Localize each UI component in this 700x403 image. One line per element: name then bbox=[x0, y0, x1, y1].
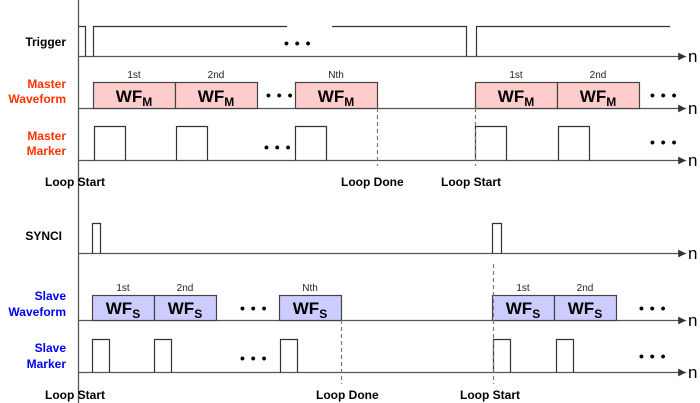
slave-waveform-block-label: WFS bbox=[168, 299, 202, 321]
master-waveform-block-ordinal: 2nd bbox=[208, 70, 225, 81]
slave-waveform-block-ordinal: 2nd bbox=[177, 283, 194, 294]
slave-waveform-block-ordinal: 1st bbox=[116, 283, 130, 294]
trigger-label: Trigger bbox=[25, 35, 66, 49]
master-marker-pulse bbox=[294, 125, 328, 161]
slave-marker-pulse bbox=[279, 338, 299, 373]
synci-pulse bbox=[91, 222, 102, 254]
slave-marker-label-line1: Slave bbox=[35, 341, 67, 355]
slave-marker-pulse bbox=[555, 338, 575, 373]
slave-marker-ellipsis-2: • • • bbox=[639, 348, 666, 364]
synci-pulse bbox=[491, 222, 503, 254]
slave-marker-pulse bbox=[91, 338, 111, 373]
master-loop-done-label: Loop Done bbox=[341, 175, 404, 189]
slave-waveform-block-label: WFS bbox=[106, 299, 140, 321]
trigger-pulse-1 bbox=[78, 25, 287, 57]
slave-loop-start-label: Loop Start bbox=[45, 388, 105, 402]
slave-waveform-block-label: WFS bbox=[293, 299, 327, 321]
master-marker-ellipsis-2: • • • bbox=[650, 134, 677, 150]
master-waveform-block bbox=[174, 81, 259, 110]
master-waveform-block-ordinal: Nth bbox=[328, 70, 344, 81]
slave-waveform-block-label: WFS bbox=[506, 299, 540, 321]
master-waveform-block bbox=[92, 81, 177, 110]
master-waveform-block-ordinal: 1st bbox=[509, 70, 523, 81]
slave-waveform-block bbox=[278, 294, 343, 322]
master-loop-start-label: Loop Start bbox=[45, 175, 105, 189]
slave-waveform-ellipsis-2: • • • bbox=[639, 300, 666, 316]
slave-waveform-label-line1: Slave bbox=[35, 289, 67, 303]
master-waveform-ellipsis: • • • bbox=[266, 87, 293, 103]
slave-waveform-block-ordinal: 2nd bbox=[577, 283, 594, 294]
slave-loop-done-label: Loop Done bbox=[316, 388, 379, 402]
master-marker-label-line2: Marker bbox=[27, 144, 67, 158]
synci-label: SYNCI bbox=[25, 229, 62, 243]
master-marker-axis-n: n bbox=[688, 151, 697, 170]
synci-axis-n: n bbox=[688, 244, 697, 263]
slave-loop-start-label-2: Loop Start bbox=[460, 388, 520, 402]
slave-waveform-block-label: WFS bbox=[568, 299, 602, 321]
master-waveform-block bbox=[556, 81, 641, 110]
master-loop-start-label-2: Loop Start bbox=[441, 175, 501, 189]
slave-waveform-ellipsis: • • • bbox=[240, 300, 267, 316]
slave-marker-label-line2: Marker bbox=[27, 357, 67, 371]
slave-waveform-block bbox=[553, 294, 618, 322]
slave-waveform-block-ordinal: 1st bbox=[516, 283, 530, 294]
slave-marker-axis-n: n bbox=[688, 363, 697, 382]
master-waveform-label-line1: Master bbox=[27, 77, 66, 91]
slave-marker-pulse bbox=[492, 338, 512, 373]
slave-marker-ellipsis: • • • bbox=[240, 350, 267, 366]
master-waveform-ellipsis-2: • • • bbox=[650, 87, 677, 103]
trigger-pulse-2 bbox=[332, 25, 670, 57]
master-marker-label-line1: Master bbox=[27, 129, 66, 143]
slave-waveform-block bbox=[91, 294, 156, 322]
trigger-axis-n: n bbox=[688, 47, 697, 66]
master-marker-pulse bbox=[175, 125, 209, 161]
master-marker-pulse bbox=[93, 125, 127, 161]
master-marker-ellipsis: • • • bbox=[264, 139, 291, 155]
slave-waveform-block-ordinal: Nth bbox=[302, 283, 318, 294]
slave-waveform-label-line2: Waveform bbox=[8, 305, 66, 319]
master-waveform-block-ordinal: 1st bbox=[127, 70, 141, 81]
trigger-ellipsis: • • • bbox=[284, 35, 311, 51]
master-marker-pulse bbox=[474, 125, 508, 161]
slave-marker-pulse bbox=[153, 338, 173, 373]
master-waveform-axis-n: n bbox=[688, 99, 697, 118]
master-waveform-block bbox=[474, 81, 559, 110]
master-waveform-label-line2: Waveform bbox=[8, 92, 66, 106]
slave-waveform-block bbox=[153, 294, 218, 322]
slave-waveform-block bbox=[491, 294, 556, 322]
master-waveform-block bbox=[294, 81, 379, 110]
master-marker-pulse bbox=[557, 125, 591, 161]
master-waveform-block-ordinal: 2nd bbox=[590, 70, 607, 81]
slave-waveform-axis-n: n bbox=[688, 311, 697, 330]
